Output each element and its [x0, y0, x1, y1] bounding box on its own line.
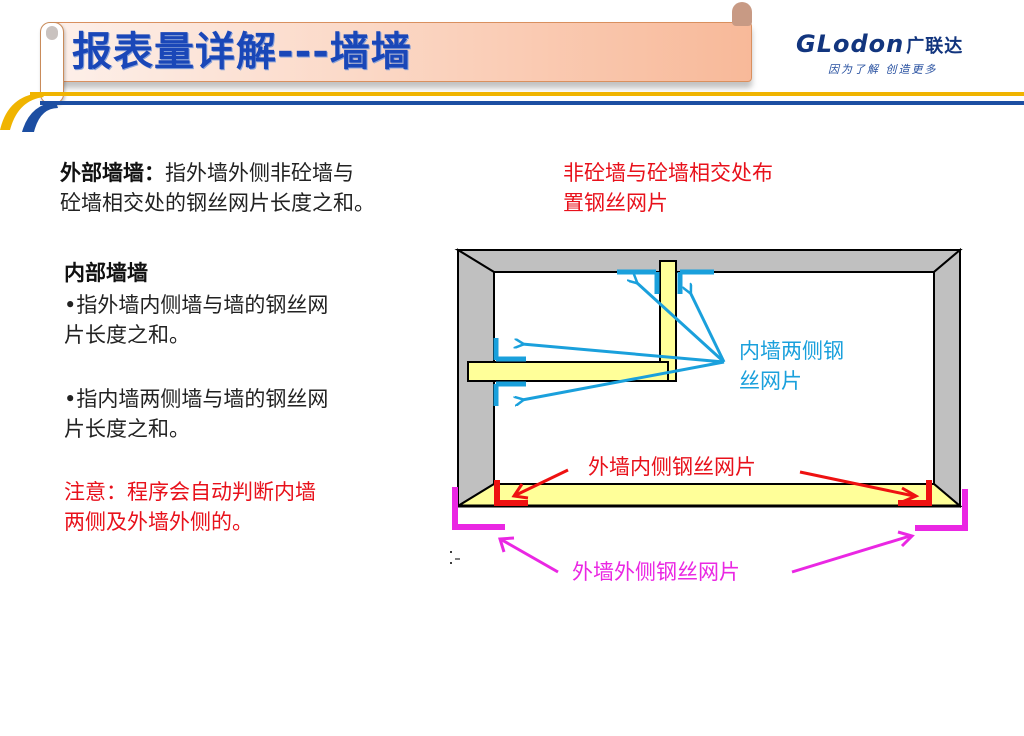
- external-label: 外部墙墙：: [60, 160, 165, 185]
- page-title: 报表量详解---墙墙: [72, 29, 412, 75]
- note-text: 注意：程序会自动判断内墙 两侧及外墙外侧的。: [64, 477, 316, 537]
- outer-wall-inner-mesh: [494, 480, 932, 506]
- wall-mesh-diagram: [450, 247, 968, 574]
- swoosh-decoration: [0, 93, 58, 132]
- label-inner-wall-both-sides: 内墙两侧钢 丝网片: [739, 336, 844, 396]
- bullet-2-line1: •指内墙两侧墙与墙的钢丝网: [64, 387, 329, 411]
- inner-walls: [467, 260, 677, 382]
- external-line2: 砼墙相交处的钢丝网片长度之和。: [60, 191, 375, 215]
- header-divider-blue: [40, 101, 1024, 105]
- logo-wordmark: GLodon: [796, 30, 905, 58]
- bullet-1-line1: •指外墙内侧墙与墙的钢丝网: [64, 293, 329, 317]
- outer-wall-outer-mesh: [452, 487, 968, 531]
- logo-chinese: 广联达: [906, 36, 964, 57]
- internal-heading: 内部墙墙: [64, 260, 148, 285]
- note-line2: 两侧及外墙外侧的。: [64, 510, 253, 534]
- header-divider-yellow: [30, 92, 1024, 96]
- outer-wall-frame: [454, 247, 963, 509]
- external-wall-definition: 外部墙墙：指外墙外侧非砼墙与 砼墙相交处的钢丝网片长度之和。: [60, 158, 375, 218]
- outer-wall-inner-arrows: [511, 468, 920, 504]
- caption-line1: 非砼墙与砼墙相交处布: [563, 161, 773, 185]
- caption-line2: 置钢丝网片: [563, 191, 668, 215]
- internal-bullet-2: •指内墙两侧墙与墙的钢丝网 片长度之和。: [64, 384, 328, 444]
- inner-label-line2: 丝网片: [739, 369, 802, 393]
- internal-bullet-1: •指外墙内侧墙与墙的钢丝网 片长度之和。: [64, 290, 328, 350]
- bullet-2-line2: 片长度之和。: [64, 417, 190, 441]
- label-outer-wall-outer-side: 外墙外侧钢丝网片: [572, 560, 740, 584]
- inner-label-line1: 内墙两侧钢: [739, 339, 844, 363]
- inner-mesh-marks: [493, 269, 714, 406]
- note-line1: 注意：程序会自动判断内墙: [64, 480, 316, 504]
- scroll-cap-decoration: [46, 26, 58, 40]
- inner-mesh-arrows: [522, 282, 726, 400]
- diagram-caption: 非砼墙与砼墙相交处布 置钢丝网片: [563, 158, 773, 218]
- outer-wall-outer-arrows: [498, 530, 915, 574]
- logo-slogan: 因为了解 创造更多: [828, 63, 938, 76]
- scroll-curl-decoration: [732, 2, 752, 26]
- bullet-1-line2: 片长度之和。: [64, 323, 190, 347]
- label-outer-wall-inner-side: 外墙内侧钢丝网片: [588, 455, 756, 479]
- external-line1: 指外墙外侧非砼墙与: [165, 161, 354, 185]
- title-banner: [50, 22, 752, 82]
